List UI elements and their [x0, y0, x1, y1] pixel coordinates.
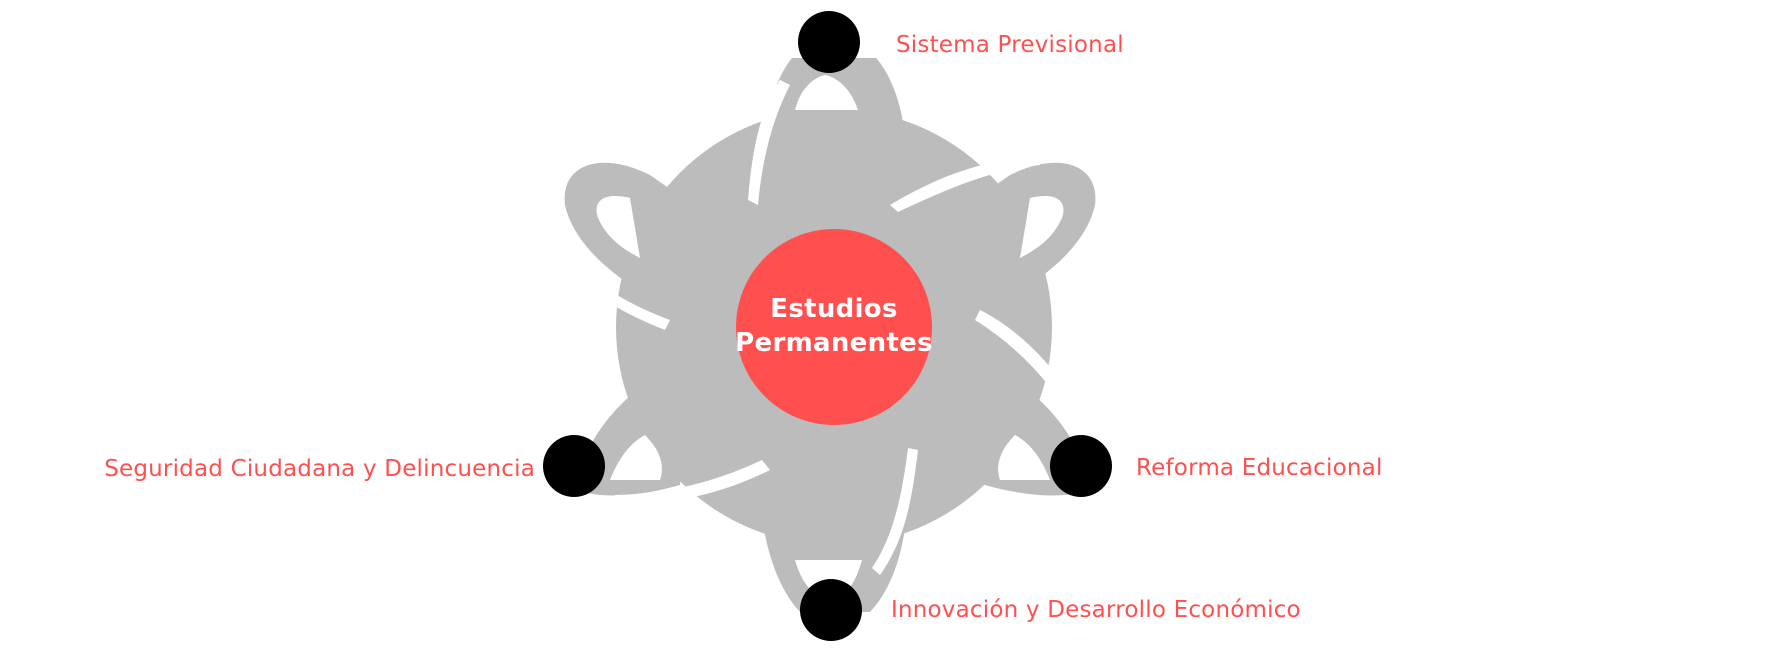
node-label-right: Reforma Educacional: [1136, 455, 1383, 481]
center-label-line-2: Permanentes: [735, 328, 933, 358]
orbit-gap-lower-left: [610, 435, 662, 480]
node-label-bottom: Innovación y Desarrollo Económico: [891, 597, 1301, 623]
node-dot-top: [798, 11, 860, 73]
orbit-swirl-cut-3: [975, 310, 1085, 425]
orbit-loop-top: [759, 58, 907, 205]
center-label-line-1: Estudios: [770, 294, 898, 324]
orbit-swirl-cut-1: [748, 80, 790, 205]
node-dot-left: [543, 435, 605, 497]
orbit-swirl-cut-4: [872, 448, 918, 575]
orbit-gaps: [596, 75, 1085, 600]
orbit-gap-lower-right: [998, 435, 1050, 480]
orbit-gap-upper-left: [596, 196, 640, 258]
orbit-gap-upper-right: [1020, 196, 1064, 258]
orbit-gap-top: [795, 75, 858, 110]
node-dots: [543, 11, 1112, 641]
orbit-loop-bottom: [759, 470, 907, 612]
center-circle: [736, 229, 932, 425]
node-label-left: Seguridad Ciudadana y Delincuencia: [104, 456, 535, 482]
orbit-loops: [564, 58, 1096, 612]
orbit-swirl-cut-6: [605, 292, 670, 330]
center-label: Estudios Permanentes: [734, 292, 934, 360]
orbit-swirl-cut-5: [615, 460, 770, 505]
node-dot-right: [1050, 435, 1112, 497]
orbit-swirl-cut-2: [890, 155, 1040, 212]
node-label-top: Sistema Previsional: [896, 32, 1124, 58]
node-dot-bottom: [800, 579, 862, 641]
